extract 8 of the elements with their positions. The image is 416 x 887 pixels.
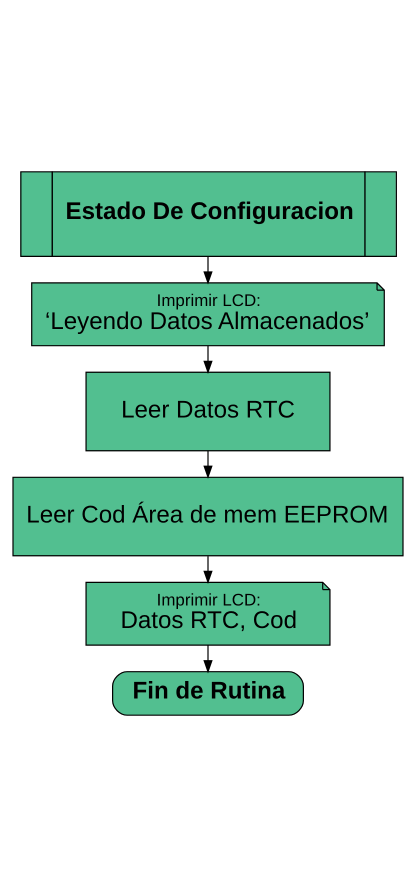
node-box: Leer Datos RTC: [85, 372, 331, 452]
arrow: [203, 346, 213, 374]
node-box: Leer Cod Área de mem EEPROM: [12, 476, 404, 556]
arrow: [203, 256, 213, 285]
arrow: [203, 646, 213, 674]
arrow: [203, 450, 213, 479]
node-box: Fin de Rutina: [112, 671, 304, 716]
arrow: [203, 556, 213, 584]
